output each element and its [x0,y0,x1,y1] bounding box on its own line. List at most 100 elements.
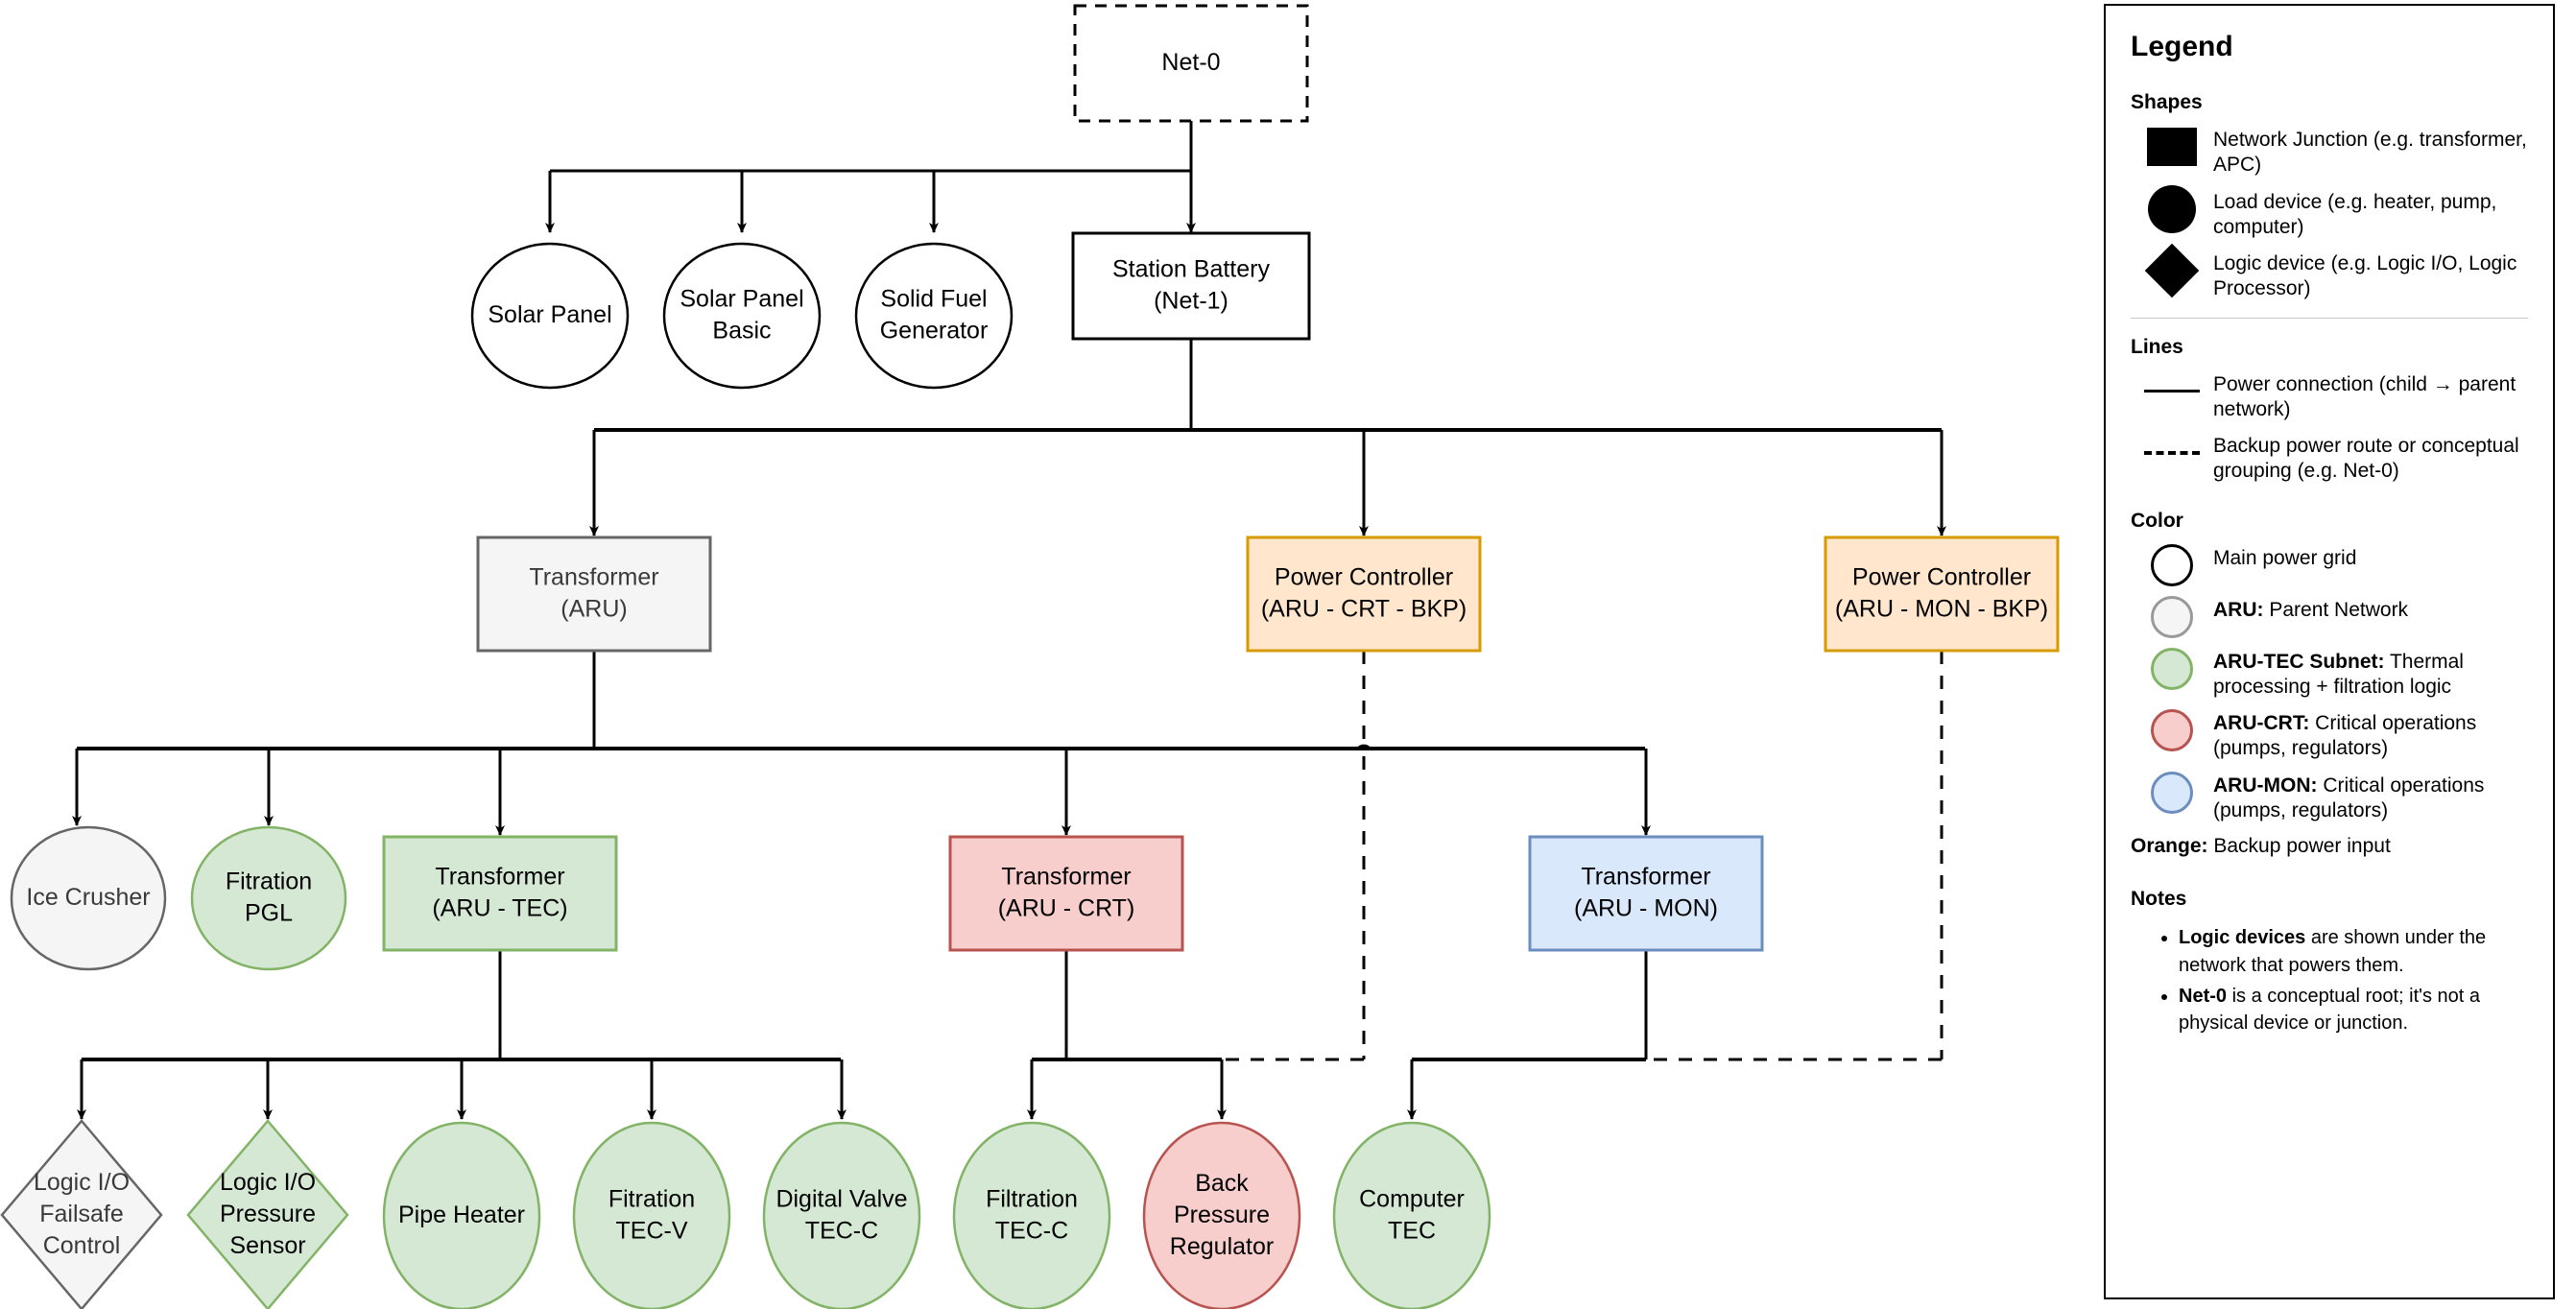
node-shape-rect [948,835,1184,952]
node-label: Transformer(ARU - MON) [1574,863,1718,921]
node-shape-ellipse [662,242,822,390]
edge-backup-crt [1066,651,1366,1061]
legend-color-heading: Color [2131,509,2183,532]
node-ice[interactable]: Ice Crusher [10,825,167,971]
node-label: Station Battery(Net-1) [1112,255,1270,314]
legend-color-row-3-text: ARU-CRT: Critical operations (pumps, reg… [2213,712,2477,760]
node-trans_mon[interactable]: Transformer(ARU - MON) [1528,835,1764,952]
node-shape-rect [382,835,618,952]
ring-icon [2131,709,2213,751]
node-pc_mon[interactable]: Power Controller(ARU - MON - BKP) [1824,536,2060,653]
legend-orange-note: Orange: Backup power input [2131,833,2528,859]
node-battery[interactable]: Station Battery(Net-1) [1071,231,1311,341]
node-label: Transformer(ARU) [529,563,658,622]
node-trans_tec[interactable]: Transformer(ARU - TEC) [382,835,618,952]
node-shape-rect [1246,536,1482,653]
node-shape-rect [476,536,712,653]
circle-icon [2131,184,2213,233]
legend-color-row-0: Main power grid [2131,543,2528,586]
node-label: Pipe Heater [398,1202,525,1228]
node-label: Transformer(ARU - TEC) [432,863,567,921]
edges-layer [72,121,1946,1120]
legend-notes-heading: Notes [2131,888,2187,911]
legend-orange-note-text: Backup power input [2207,835,2391,857]
node-shape-ellipse [1332,1121,1491,1309]
legend-divider-1 [2131,317,2528,319]
legend-note-item-0: Logic devices are shown under the networ… [2179,924,2528,979]
node-trans_crt[interactable]: Transformer(ARU - CRT) [948,835,1184,952]
node-shape-ellipse [854,242,1014,390]
legend-lines-item-0-text: Power connection (child → parent network… [2213,372,2516,420]
legend-color-row-2: ARU-TEC Subnet: Thermal processing + fil… [2131,647,2528,701]
node-pc_crt[interactable]: Power Controller(ARU - CRT - BKP) [1246,536,1482,653]
legend-color-row-1: ARU: Parent Network [2131,595,2528,638]
legend-note-item-1: Net-0 is a conceptual root; it's not a p… [2179,983,2528,1037]
node-shape-ellipse [1142,1121,1301,1309]
legend-shapes-item-0-text: Network Junction (e.g. transformer, APC) [2213,129,2527,177]
node-label: Ice Crusher [26,884,150,911]
legend-color-row-4-text: ARU-MON: Critical operations (pumps, reg… [2213,774,2485,821]
ring-icon [2131,543,2213,586]
node-shape-diamond [186,1119,349,1309]
node-shape-rect [1071,231,1311,341]
legend-notes-list: Logic devices are shown under the networ… [2131,924,2528,1037]
legend-title: Legend [2131,31,2233,62]
edge-backup-mon [1646,651,1944,1061]
legend-row-power-connection: Power connection (child → parent network… [2131,370,2528,423]
ring-icon [2131,647,2213,690]
legend-color-row-4: ARU-MON: Critical operations (pumps, reg… [2131,771,2528,824]
ring-icon [2131,595,2213,638]
node-label: Power Controller(ARU - CRT - BKP) [1261,563,1467,622]
legend-orange-note-bold: Orange: [2131,835,2208,857]
legend-color-row-1-text: ARU: Parent Network [2213,598,2409,621]
legend-shapes-item-2-text: Logic device (e.g. Logic I/O, Logic Proc… [2213,252,2517,300]
legend-row-network-junction: Network Junction (e.g. transformer, APC) [2131,126,2528,178]
node-net0[interactable]: Net-0 [1073,4,1309,123]
edge-tec-to-row5 [77,950,847,1120]
node-shape-rect [1528,835,1764,952]
node-shape-ellipse [470,242,630,390]
legend-shapes-item-1-text: Load device (e.g. heater, pump, computer… [2213,190,2497,238]
edge-crt-to-row5 [1027,950,1227,1120]
legend-lines-item-1-text: Backup power route or conceptual groupin… [2213,435,2519,483]
legend-row-logic-device: Logic device (e.g. Logic I/O, Logic Proc… [2131,243,2528,302]
node-pipeheat[interactable]: Pipe Heater [382,1121,541,1309]
node-shape-diamond [0,1119,163,1309]
node-shape-ellipse [762,1121,921,1309]
square-icon [2131,126,2213,168]
legend-shapes-heading: Shapes [2131,91,2203,113]
node-label: Power Controller(ARU - MON - BKP) [1835,563,2048,622]
legend-color-row-3: ARU-CRT: Critical operations (pumps, reg… [2131,709,2528,762]
edge-mon-to-row5 [1407,950,1648,1120]
legend-row-load-device: Load device (e.g. heater, pump, computer… [2131,184,2528,241]
node-solar[interactable]: Solar Panel [470,242,630,390]
line-jump-hop [1355,744,1372,750]
legend-lines-heading: Lines [2131,335,2183,358]
node-shape-rect [1824,536,2060,653]
node-trans_aru[interactable]: Transformer(ARU) [476,536,712,653]
node-shape-ellipse [952,1121,1111,1309]
legend-row-backup-route: Backup power route or conceptual groupin… [2131,432,2528,485]
edge-net0-to-generators [545,121,1196,233]
